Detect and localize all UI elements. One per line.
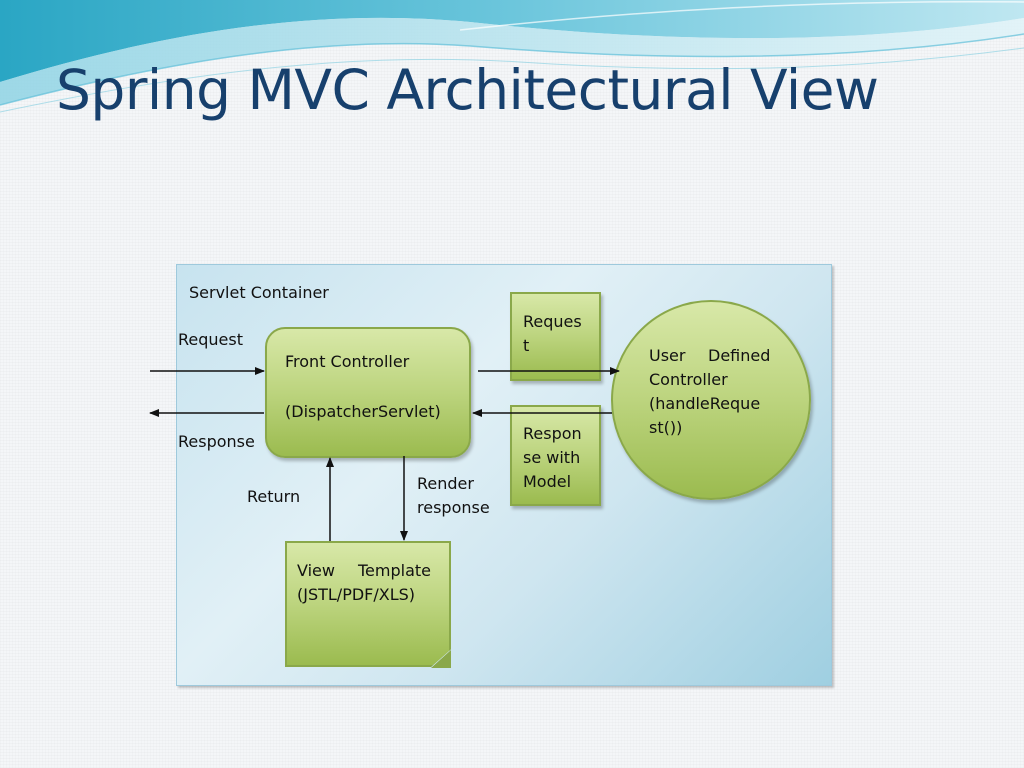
- user-defined-controller: User Defined Controller (handleReque st(…: [611, 300, 811, 500]
- front-controller-subtitle: (DispatcherServlet): [285, 402, 441, 421]
- request-box: Reques t: [510, 292, 601, 381]
- slide-title: Spring MVC Architectural View: [56, 58, 879, 122]
- view-template-line2: (JSTL/PDF/XLS): [297, 585, 416, 604]
- render-response-label-line2: response: [417, 498, 490, 517]
- servlet-container-label: Servlet Container: [189, 283, 329, 302]
- response-box-line3: Model: [523, 472, 572, 491]
- response-with-model-box: Respon se with Model: [510, 405, 601, 506]
- view-template-line1-b: Template: [358, 561, 432, 580]
- controller-line4: st()): [649, 418, 683, 437]
- controller-line1-a: User: [649, 346, 686, 365]
- response-label: Response: [178, 432, 255, 451]
- controller-line1-b: Defined: [708, 346, 771, 365]
- controller-line2: Controller: [649, 370, 728, 389]
- front-controller-title: Front Controller: [285, 352, 410, 371]
- view-template-note: View Template (JSTL/PDF/XLS): [285, 541, 451, 667]
- return-label: Return: [247, 487, 301, 506]
- response-box-line2: se with: [523, 448, 581, 467]
- front-controller-box: Front Controller (DispatcherServlet): [265, 327, 471, 458]
- request-box-line1: Reques: [523, 312, 582, 331]
- view-template-line1-a: View: [297, 561, 335, 580]
- request-label: Request: [178, 330, 243, 349]
- response-box-line1: Respon: [523, 424, 582, 443]
- controller-line3: (handleReque: [649, 394, 761, 413]
- request-box-line2: t: [523, 336, 530, 355]
- render-response-label-line1: Render: [417, 474, 474, 493]
- header-wave-decoration: [0, 0, 1024, 113]
